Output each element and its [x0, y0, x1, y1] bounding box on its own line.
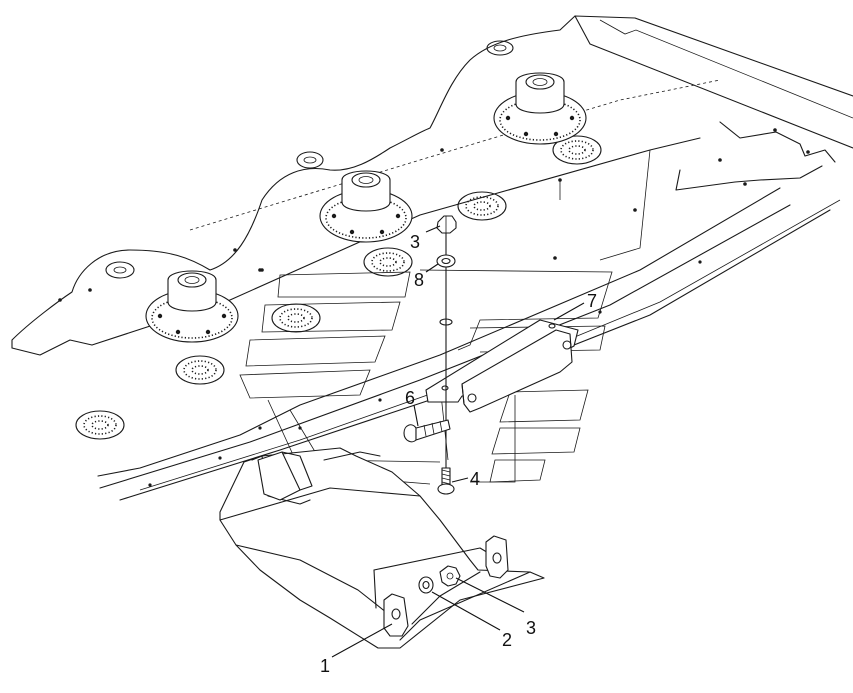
callout-labels: 1 2 3 3 4 6 7 8 [320, 232, 597, 676]
phantom-guard-outline [239, 269, 613, 485]
bar-slots [58, 40, 810, 487]
carriage-bolt [403, 419, 451, 443]
rotor-hubs [145, 72, 587, 343]
callout-4: 4 [470, 469, 480, 489]
callout-7: 7 [587, 291, 597, 311]
callout-2: 2 [502, 630, 512, 650]
leader-lines [331, 225, 585, 658]
callout-1: 1 [320, 656, 330, 676]
disc-caps [75, 135, 602, 440]
lower-washer-nut [418, 565, 461, 594]
guard-plate [219, 447, 545, 649]
callout-6: 6 [405, 388, 415, 408]
callout-3-lower: 3 [526, 618, 536, 638]
callout-3-upper: 3 [410, 232, 420, 252]
vertical-fastener-stack [436, 215, 457, 495]
mounting-bracket [425, 319, 579, 413]
callout-8: 8 [414, 270, 424, 290]
